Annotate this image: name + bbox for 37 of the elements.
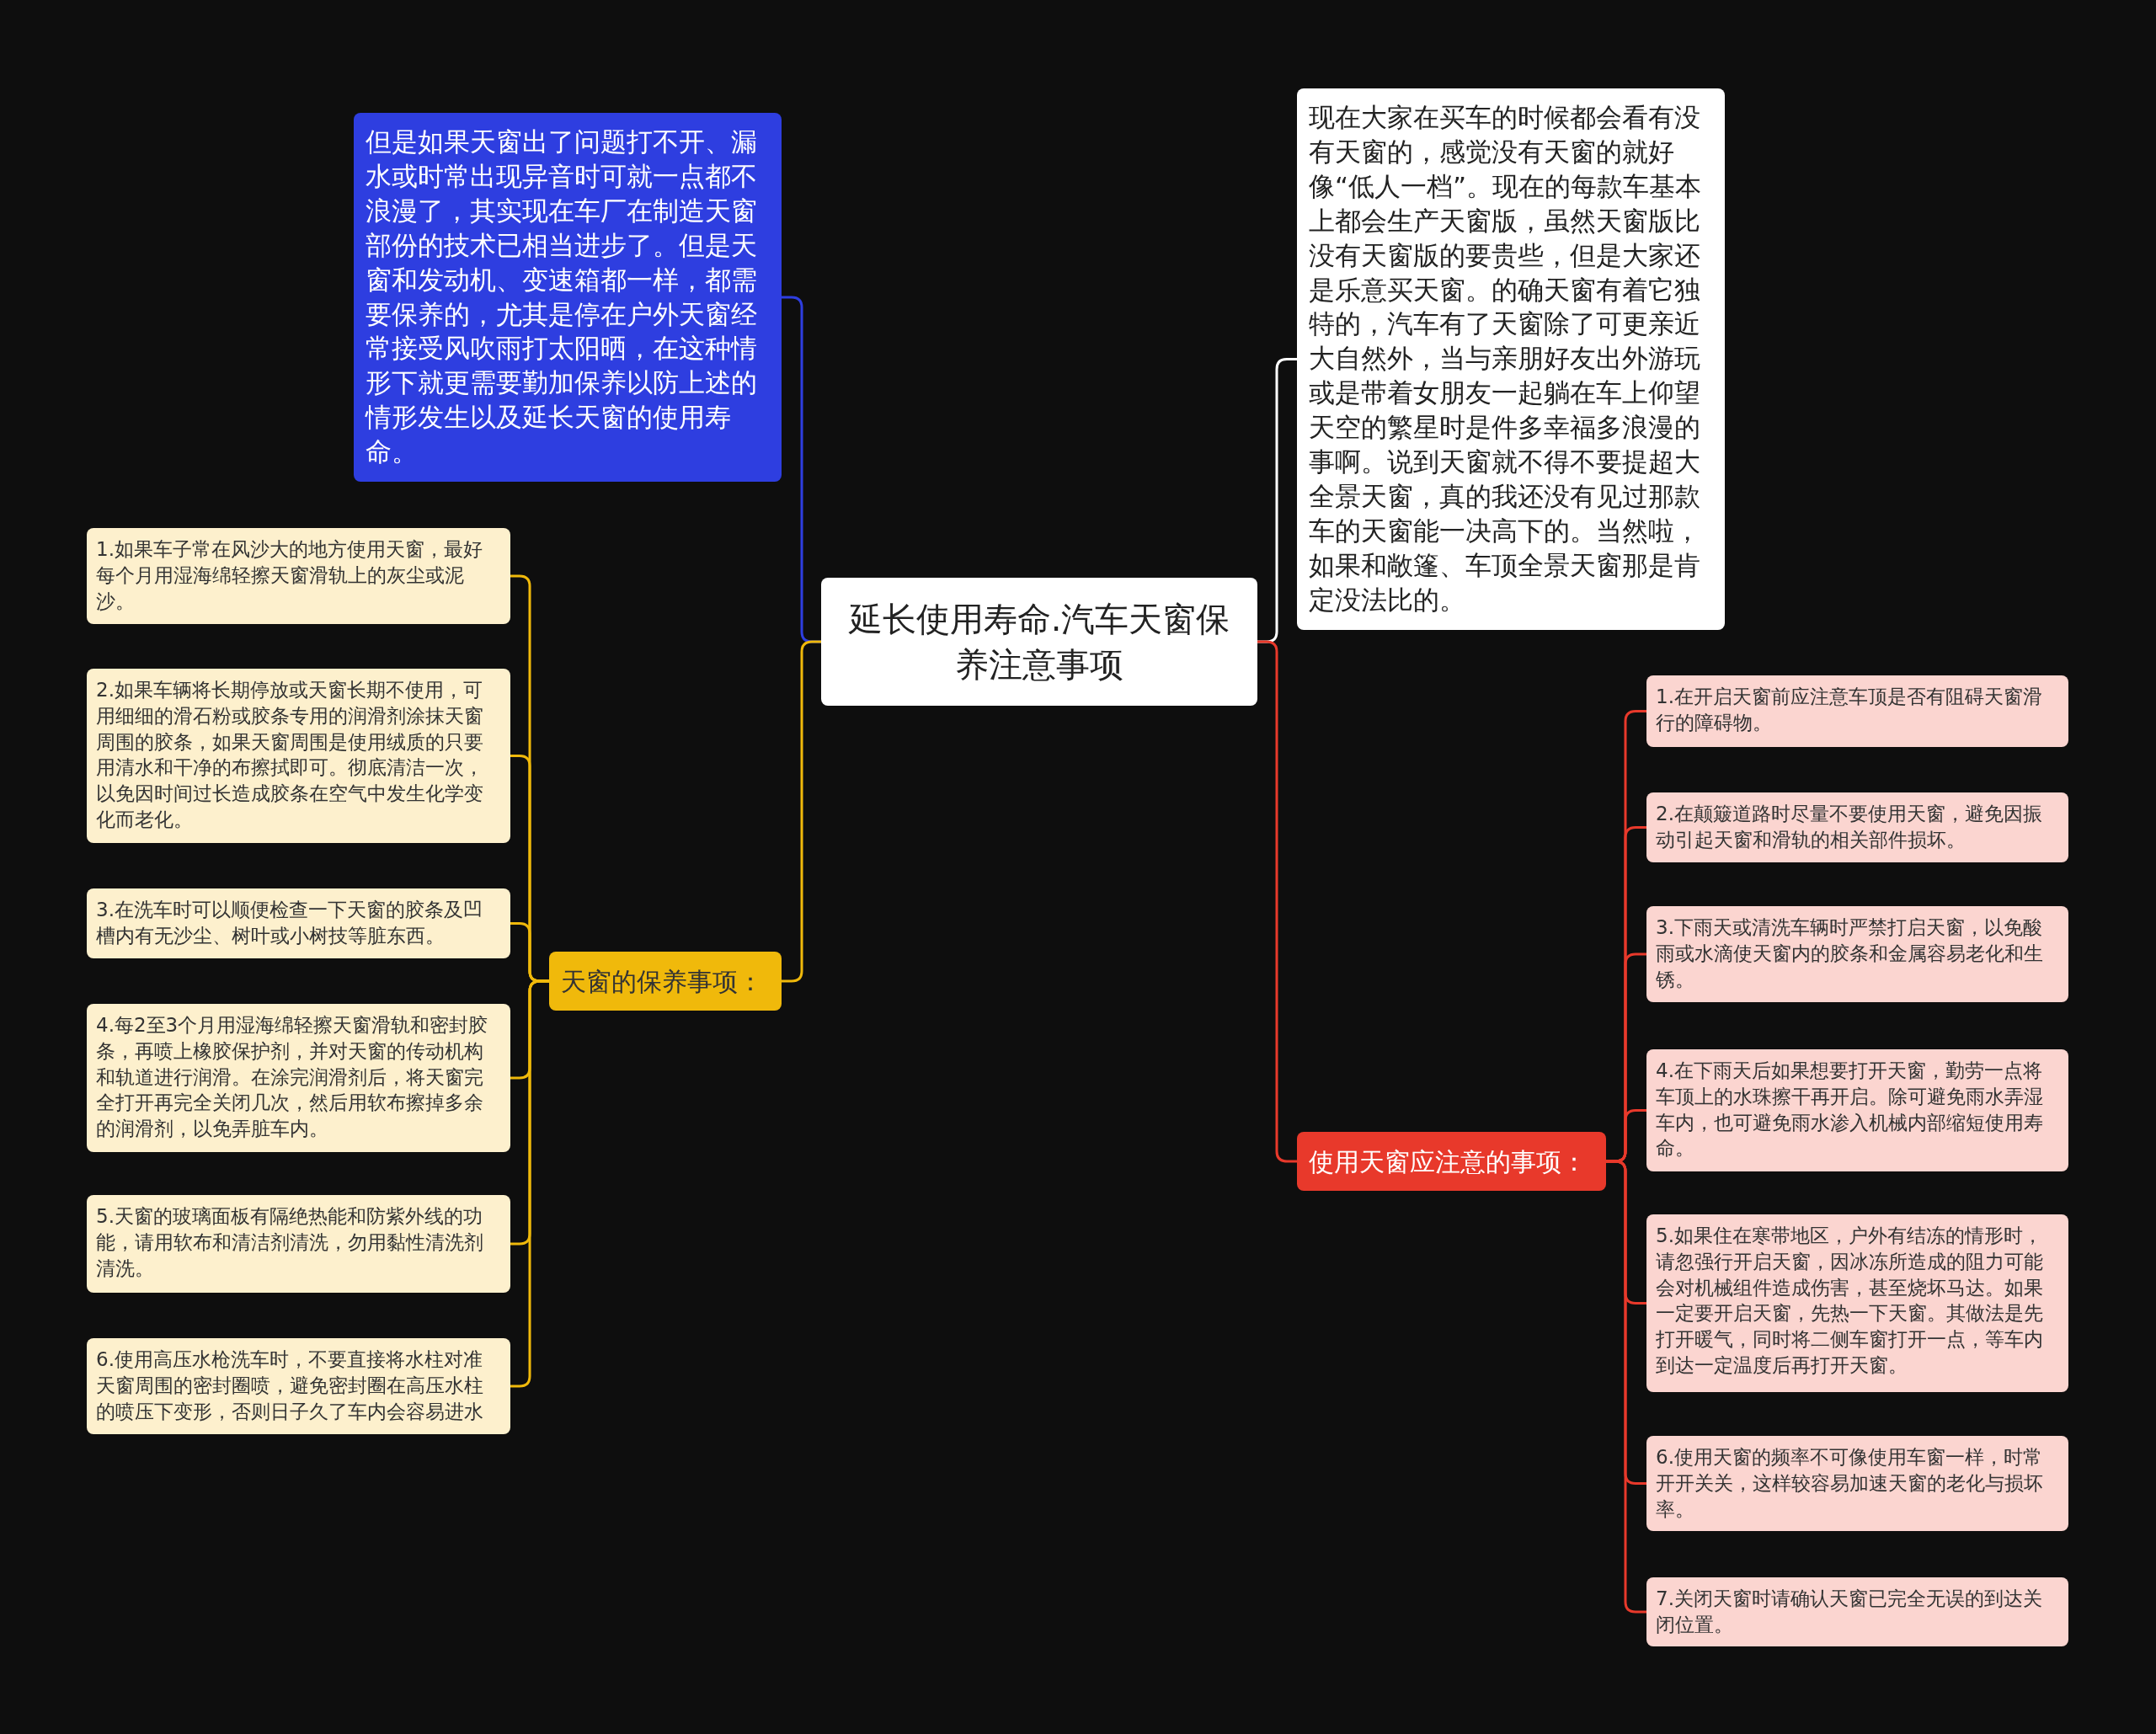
note-text: 2.在颠簸道路时尽量不要使用天窗，避免因振动引起天窗和滑轨的相关部件损坏。 (1656, 802, 2043, 852)
item-box (1646, 1436, 2068, 1531)
item-box (87, 1004, 510, 1152)
item-box (1646, 1049, 2068, 1171)
item-box (87, 669, 510, 843)
connector-line (1257, 640, 1297, 1163)
item-box (87, 1195, 510, 1293)
item-box (1646, 906, 2068, 1002)
branch-label: 天窗的保养事项： (561, 965, 764, 998)
connector-line (782, 640, 821, 983)
note-text: 4.在下雨天后如果想要打开天窗，勤劳一点将车顶上的水珠擦干再开启。除可避免雨水弄湿车内，也可避免雨水渗入机械内部缩短使用寿命。 (1656, 1059, 2044, 1161)
note-text: 现在大家在买车的时候都会看有没有天窗的，感觉没有天窗的就好像“低人一档”。现在的每款车基本上都会生产天窗版，虽然天窗版比没有天窗版的要贵些，但是大家还是乐意买天窗。的确天窗有着它独特的，汽车有了天窗除了可更亲近大自然外，当与亲朋好友出外游玩或是带着女朋友一起躺在车上仰望天空的繁星时是件多幸福多浪漫的事啊。说到天窗就不得不要提超大全景天窗，真的我还没有见过那款车的天窗能一决高下的。当然啦，如果和敞篷、车顶全景天窗那是肯定没法比的。 (1309, 101, 1703, 616)
topic-text: 延长使用寿命.汽车天窗保养注意事项 (847, 599, 1231, 686)
item-box (87, 888, 510, 958)
branch-box (549, 952, 782, 1011)
note-text: 3.下雨天或清洗车辆时严禁打启天窗，以免酸雨或水滴使天窗内的胶条和金属容易老化和生锈。 (1656, 915, 2044, 992)
note-text: 1.在开启天窗前应注意车顶是否有阻碍天窗滑行的障碍物。 (1656, 685, 2043, 735)
note-text: 7.关闭天窗时请确认天窗已完全无误的到达关闭位置。 (1656, 1587, 2043, 1637)
note-text: 4.每2至3个月用湿海绵轻擦天窗滑轨和密封胶条，再喷上橡胶保护剂，并对天窗的传动机构和轨道进行润滑。在涂完润滑剂后，将天窗完全打开再完全关闭几次，然后用软布擦掉多余的润滑剂，以免弄脏车内。 (96, 1013, 489, 1142)
note-text: 1.如果车子常在风沙大的地方使用天窗，最好每个月用湿海绵轻擦天窗滑轨上的灰尘或泥沙。 (96, 537, 483, 614)
note-text: 6.使用高压水枪洗车时，不要直接将水柱对准天窗周围的密封圈喷，避免密封圈在高压水柱的喷压下变形，否则日子久了车内会容易进水 (96, 1347, 484, 1424)
note-text: 但是如果天窗出了问题打不开、漏水或时常出现异音时可就一点都不浪漫了，其实现在车厂在制造天窗部份的技术已相当进步了。但是天窗和发动机、变速箱都一样，都需要保养的，尤其是停在户外天窗经常接受风吹雨打太阳晒，在这种情形下就更需要勤加保养以防上述的情形发生以及延长天窗的使用寿命。 (366, 125, 758, 469)
branch-box (1297, 1132, 1606, 1191)
note-text: 6.使用天窗的频率不可像使用车窗一样，时常开开关关，这样较容易加速天窗的老化与损坏率。 (1656, 1445, 2044, 1522)
topic-box (821, 578, 1257, 706)
note-text: 5.如果住在寒带地区，户外有结冻的情形时，请忽强行开启天窗，因冰冻所造成的阻力可能会对机械组件造成伤害，甚至烧坏马达。如果一定要开启天窗，先热一下天窗。其做法是先打开暖气，同时将二侧车窗打开一点，等车内到达一定温度后再打开天窗。 (1656, 1224, 2044, 1379)
connector-line (510, 979, 549, 1388)
note-text: 5.天窗的玻璃面板有隔绝热能和防紫外线的功能，请用软布和清洁剂清洗，勿用黏性清洗剂清洗。 (96, 1204, 484, 1281)
note-text: 2.如果车辆将长期停放或天窗长期不使用，可用细细的滑石粉或胶条专用的润滑剂涂抹天窗周围的胶条，如果天窗周围是使用绒质的只要用清水和干净的布擦拭即可。彻底清洁一次，以免因时间过长造成胶条在空气中发生化学变化而老化。 (96, 678, 484, 833)
item-box (87, 1338, 510, 1434)
item-box (1646, 1214, 2068, 1392)
note-text: 3.在洗车时可以顺便检查一下天窗的胶条及凹槽内有无沙尘、树叶或小树技等脏东西。 (96, 898, 483, 948)
item-box (1646, 1577, 2068, 1646)
item-box (1646, 792, 2068, 862)
item-box (87, 528, 510, 624)
item-box (1646, 675, 2068, 747)
branch-label: 使用天窗应注意的事项： (1309, 1145, 1588, 1178)
